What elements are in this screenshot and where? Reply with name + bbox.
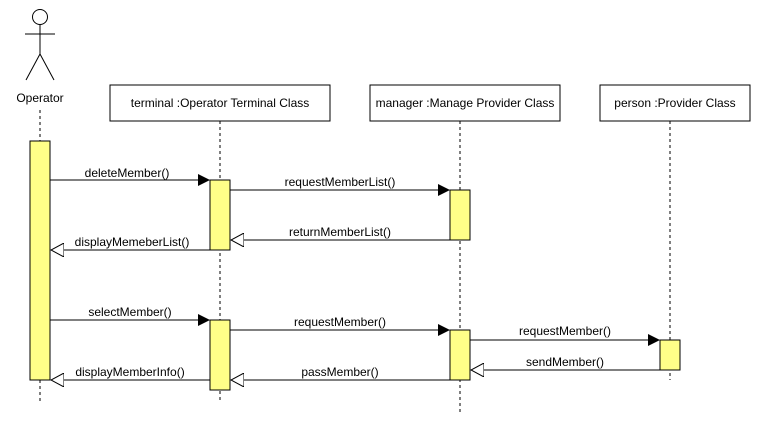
message-label-display-member-info: displayMemberInfo(): [75, 365, 184, 379]
participant-person-label: person :Provider Class: [614, 96, 735, 110]
operator-label: Operator: [16, 91, 63, 105]
message-label-return-member-list: returnMemberList(): [289, 225, 391, 239]
message-label-request-member-list: requestMemberList(): [285, 175, 396, 189]
activation-operator: [29, 140, 51, 381]
message-label-pass-member: passMember(): [301, 365, 378, 379]
participant-terminal: terminal :Operator Terminal Class: [109, 84, 331, 122]
activation-manager-2: [449, 329, 471, 381]
message-label-display-member-list: displayMemeberList(): [75, 235, 190, 249]
participant-terminal-label: terminal :Operator Terminal Class: [131, 96, 310, 110]
activation-terminal-1: [209, 179, 231, 251]
activation-person: [659, 339, 681, 371]
activation-terminal-2: [209, 319, 231, 391]
operator-actor-icon: [25, 9, 55, 81]
participant-manager-label: manager :Manage Provider Class: [376, 96, 555, 110]
message-label-request-member-2: requestMember(): [519, 324, 611, 338]
activation-manager-1: [449, 189, 471, 241]
message-label-select-member: selectMember(): [88, 305, 171, 319]
participant-person: person :Provider Class: [599, 84, 751, 122]
participant-manager: manager :Manage Provider Class: [369, 84, 561, 122]
message-label-send-member: sendMember(): [526, 355, 604, 369]
message-label-request-member-1: requestMember(): [294, 315, 386, 329]
message-label-delete-member: deleteMember(): [85, 166, 170, 180]
